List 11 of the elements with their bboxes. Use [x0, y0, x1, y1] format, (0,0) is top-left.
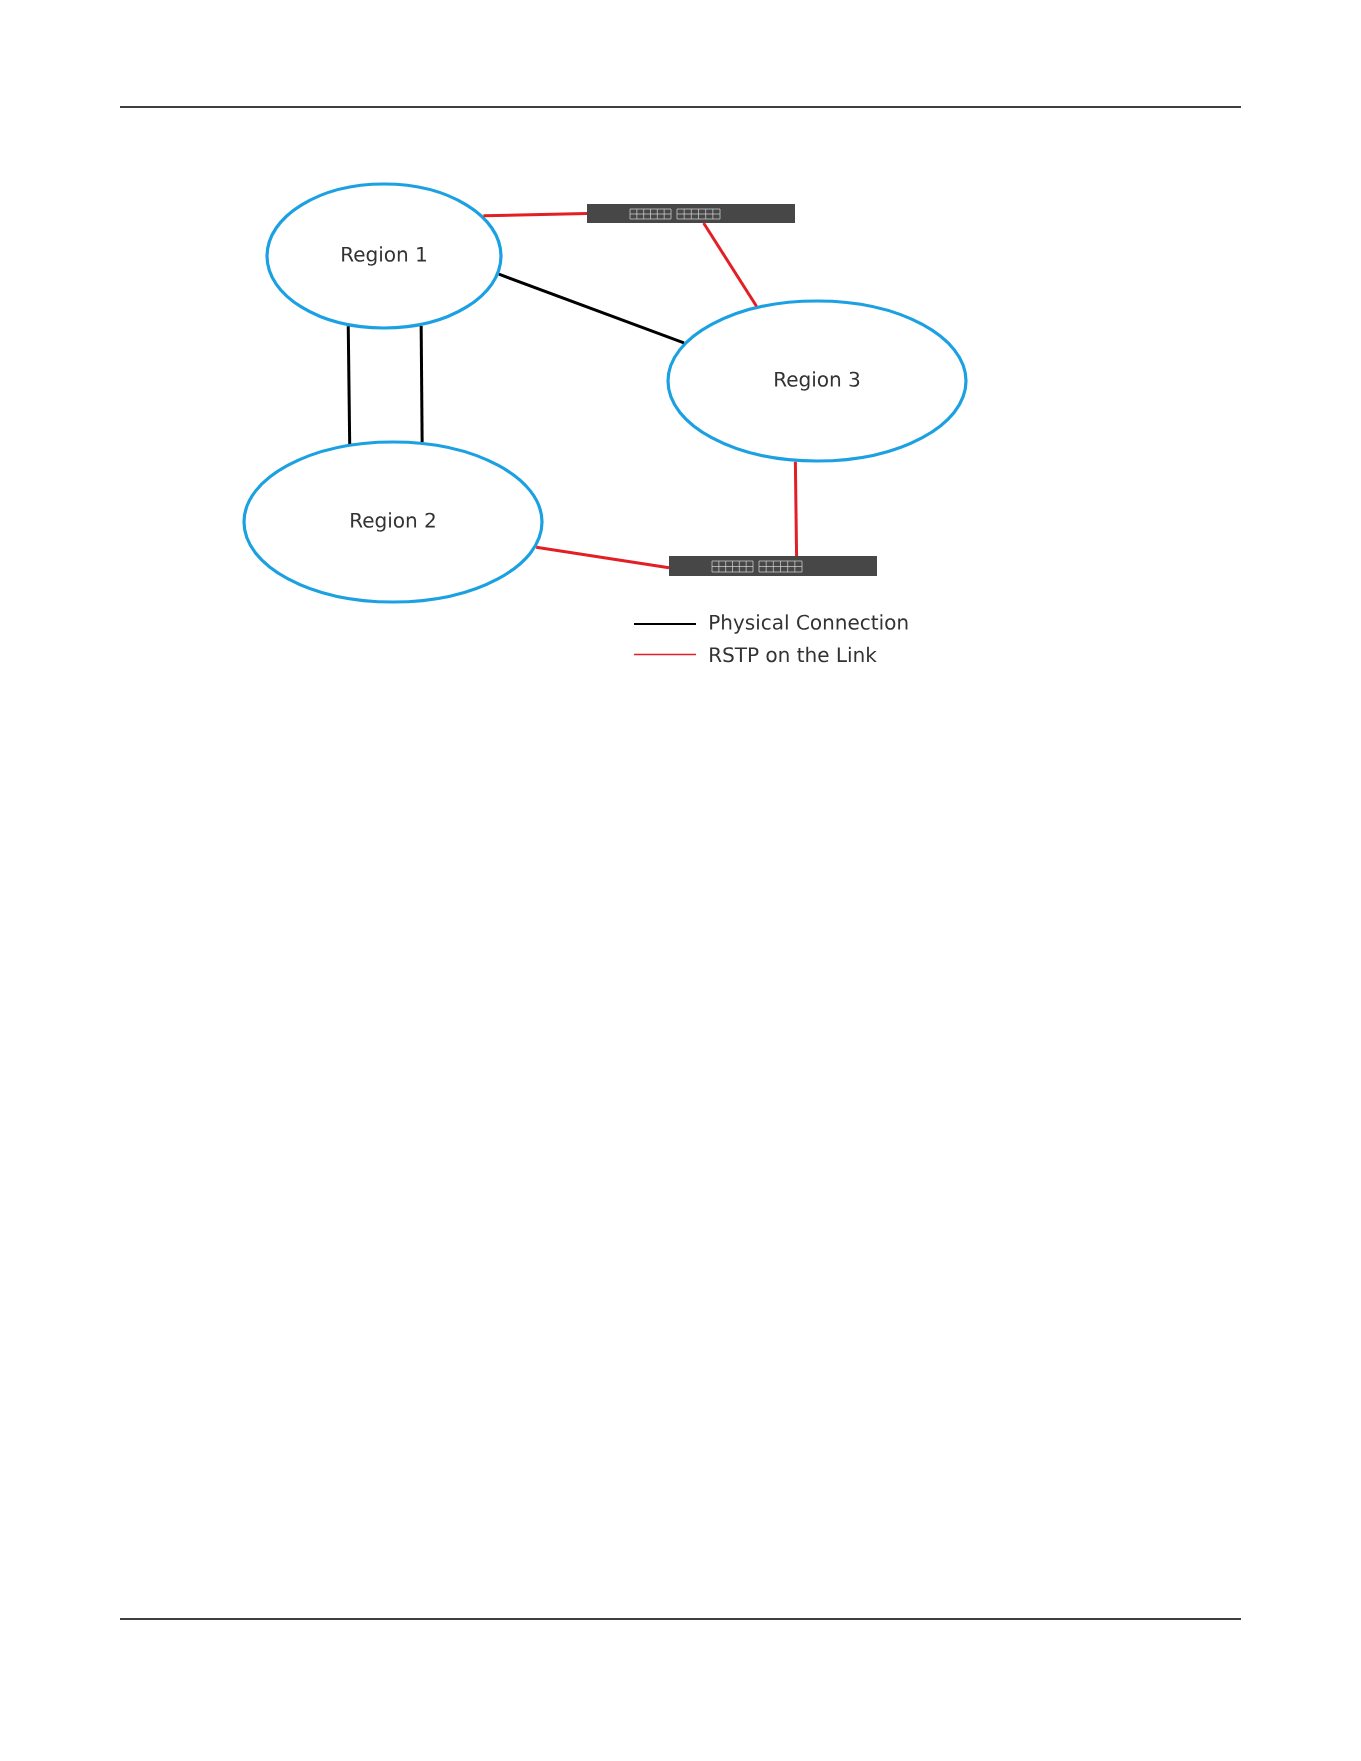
network-switch [587, 204, 795, 223]
connector-line [536, 545, 670, 570]
legend-label: RSTP on the Link [710, 646, 877, 663]
connector-line [498, 272, 685, 345]
connector-line [419, 325, 424, 442]
connector-line [483, 212, 588, 218]
connector-line [346, 326, 352, 444]
connector-line [793, 461, 799, 557]
legend-label: Physical Connection [710, 614, 908, 634]
connector-line [702, 222, 758, 308]
network-switch [669, 556, 877, 576]
